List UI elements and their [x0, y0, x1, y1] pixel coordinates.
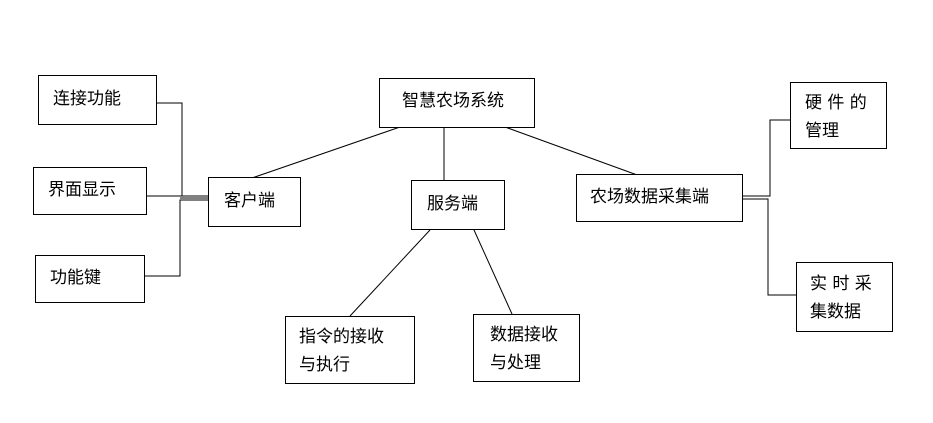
collector-child-realtime: 实 时 采 集数据: [796, 262, 893, 332]
collector-node-label: 农场数据采集端: [590, 187, 709, 207]
server-child-data: 数据接收 与处理: [473, 314, 580, 382]
client-child-keys-label: 功能键: [50, 268, 101, 288]
client-node: 客户端: [208, 177, 301, 227]
server-child-command: 指令的接收 与执行: [285, 316, 415, 384]
collector-node: 农场数据采集端: [576, 174, 743, 222]
collector-child-hardware: 硬 件 的 管理: [790, 82, 887, 149]
client-child-connect-label: 连接功能: [53, 89, 121, 109]
collector-child-hardware-line2: 管理: [805, 121, 839, 141]
server-node: 服务端: [411, 180, 505, 230]
server-child-command-line1: 指令的接收: [299, 327, 384, 347]
root-node: 智慧农场系统: [379, 78, 535, 128]
collector-child-hardware-line1: 硬 件 的: [805, 93, 867, 113]
root-node-label: 智慧农场系统: [402, 91, 504, 111]
client-child-keys: 功能键: [35, 255, 145, 303]
client-child-display-label: 界面显示: [48, 180, 116, 200]
collector-child-realtime-line2: 集数据: [810, 302, 861, 322]
server-child-data-line2: 与处理: [490, 353, 541, 373]
server-child-command-line2: 与执行: [299, 355, 350, 375]
server-node-label: 服务端: [427, 194, 478, 214]
collector-child-realtime-line1: 实 时 采: [810, 274, 872, 294]
client-node-label: 客户端: [224, 191, 275, 211]
server-child-data-line1: 数据接收: [490, 325, 558, 345]
client-child-connect: 连接功能: [38, 75, 157, 125]
client-child-display: 界面显示: [33, 167, 147, 215]
